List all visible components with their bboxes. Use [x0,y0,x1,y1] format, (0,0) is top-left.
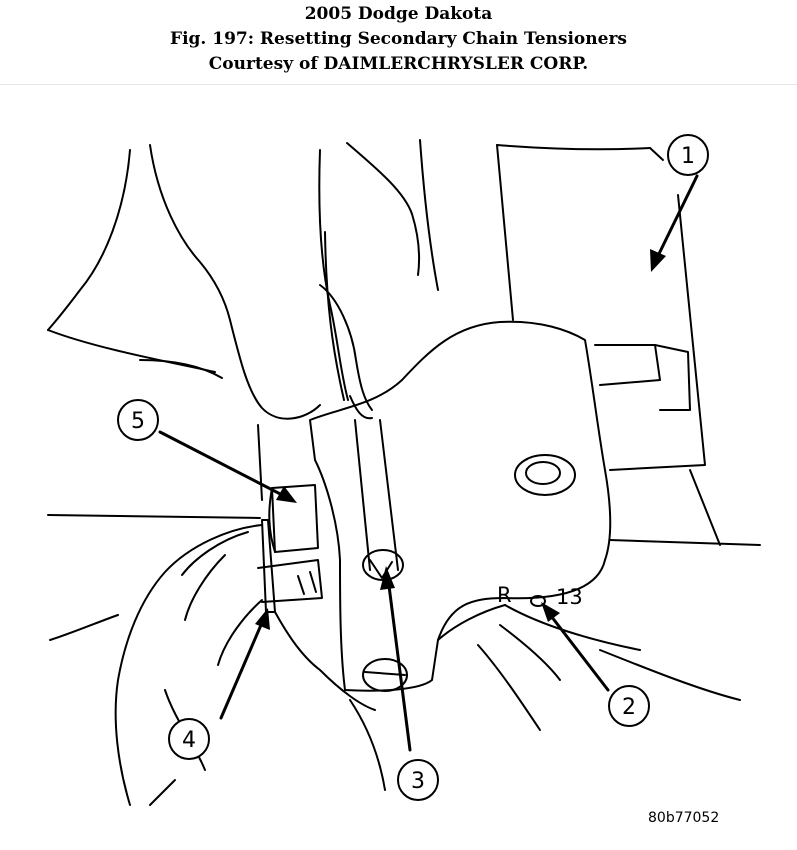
callout-1-label: 1 [681,144,695,169]
figure-caption: Fig. 197: Resetting Secondary Chain Tens… [170,29,627,49]
arrow-5 [158,430,290,500]
leader-arrows [158,174,699,752]
callout-2-label: 2 [622,695,636,720]
arrow-2 [546,610,610,692]
callout-4-label: 4 [182,728,196,753]
stamp-mark-r: R [497,583,512,607]
figure-code: 80b77052 [648,810,720,826]
callout-4: 4 [168,718,210,760]
retaining-pin [257,519,323,613]
arrow-3 [386,576,412,752]
stamp-mark-13: 13 [556,585,583,609]
arrow-heads [255,249,666,630]
figure-header: 2005 Dodge Dakota Fig. 197: Resetting Se… [0,0,797,85]
tensioner-body [309,320,612,692]
callout-5: 5 [117,399,159,441]
callout-3-label: 3 [411,769,425,794]
callout-5-label: 5 [131,409,145,434]
arrow-1 [653,174,699,264]
upper-hand [47,139,439,420]
engine-block-outline [47,144,761,546]
callout-1: 1 [667,134,709,176]
courtesy-line: Courtesy of DAIMLERCHRYSLER CORP. [208,54,589,74]
lower-hand [49,524,741,806]
vehicle-title: 2005 Dodge Dakota [304,4,493,24]
arrow-4 [219,616,266,720]
tensioner-illustration: R 13 1 2 3 4 5 [47,134,761,806]
callout-3: 3 [397,759,439,801]
tensioner-plunger [268,484,319,553]
callout-2: 2 [608,685,650,727]
